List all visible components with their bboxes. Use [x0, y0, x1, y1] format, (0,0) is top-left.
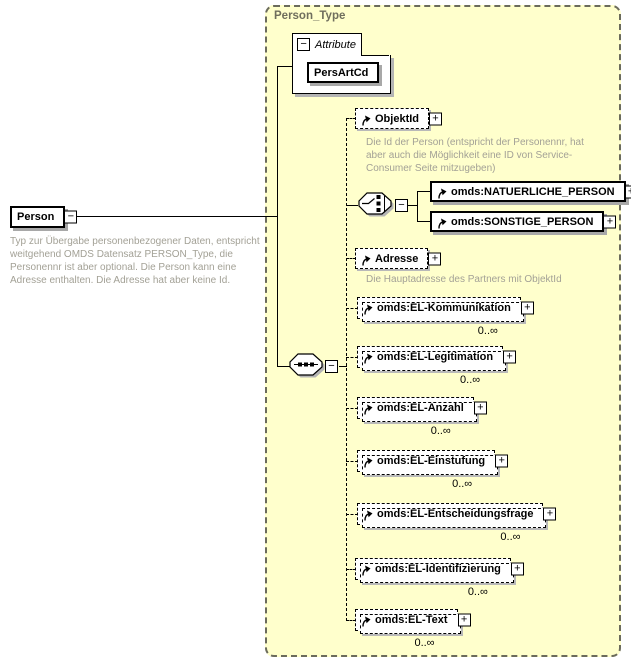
- connector-line: [346, 461, 358, 462]
- expand-icon[interactable]: +: [510, 562, 524, 576]
- element-label: Adresse: [375, 252, 419, 265]
- element-el-entscheidungsfrage[interactable]: omds:EL-Entscheidungsfrage + 0..∞: [357, 503, 557, 543]
- occurrence-label: 0..∞: [500, 531, 521, 543]
- connector-line: [346, 258, 356, 259]
- connector-line: [277, 66, 278, 367]
- connector-line: [417, 191, 418, 222]
- attribute-label: PersArtCd: [314, 66, 369, 79]
- reference-arrow-icon: [363, 304, 373, 315]
- connector-line: [346, 308, 358, 309]
- occurrence-label: 0..∞: [430, 425, 451, 437]
- sequence-icon: [289, 353, 325, 378]
- person-type-container: [265, 5, 621, 657]
- connector-line: [346, 118, 356, 119]
- connector-line: [346, 205, 358, 206]
- sequence-connector[interactable]: [287, 351, 327, 386]
- connector-line: [346, 408, 358, 409]
- expand-icon[interactable]: +: [495, 454, 509, 468]
- expand-icon[interactable]: +: [457, 613, 471, 627]
- element-adresse[interactable]: Adresse +: [355, 248, 442, 269]
- collapse-icon[interactable]: −: [64, 210, 78, 224]
- occurrence-label: 0..∞: [452, 478, 473, 490]
- occurrence-label: 0..∞: [414, 637, 435, 649]
- connector-line: [346, 514, 358, 515]
- element-el-legitimation[interactable]: omds:EL-Legitimation + 0..∞: [357, 346, 517, 386]
- reference-arrow-icon: [437, 218, 447, 229]
- element-label: omds:EL-Kommunikation: [377, 302, 511, 314]
- attribute-persartcd[interactable]: PersArtCd: [307, 62, 380, 83]
- expand-icon[interactable]: +: [473, 401, 487, 415]
- element-label: omds:EL-Anzahl: [377, 402, 464, 414]
- element-el-anzahl[interactable]: omds:EL-Anzahl + 0..∞: [357, 397, 487, 437]
- connector-line: [417, 221, 430, 222]
- element-label: omds:NATUERLICHE_PERSON: [451, 185, 615, 198]
- expand-icon[interactable]: +: [543, 507, 557, 521]
- expand-icon[interactable]: +: [429, 112, 443, 125]
- element-sonstige-person[interactable]: omds:SONSTIGE_PERSON +: [430, 211, 617, 232]
- choice-connector[interactable]: [356, 190, 396, 225]
- connector-line: [346, 569, 356, 570]
- occurrence-label: 0..∞: [460, 374, 481, 386]
- reference-arrow-icon: [361, 255, 371, 266]
- connector-line: [361, 55, 389, 56]
- element-label: omds:EL-Entscheidungsfrage: [377, 508, 534, 520]
- occurrence-label: 0..∞: [477, 325, 498, 337]
- collapse-icon[interactable]: −: [325, 360, 338, 373]
- connector-line: [277, 366, 290, 367]
- connector-line: [277, 66, 293, 67]
- choice-icon: [358, 192, 394, 217]
- connector-line: [346, 620, 356, 621]
- element-label: omds:EL-Legitimation: [377, 351, 494, 363]
- connector-line: [75, 216, 277, 217]
- reference-arrow-icon: [363, 353, 373, 364]
- expand-icon[interactable]: +: [520, 301, 534, 315]
- connector-line: [417, 191, 430, 192]
- element-label: ObjektId: [375, 112, 420, 125]
- reference-arrow-icon: [363, 457, 373, 468]
- element-person[interactable]: Person −: [10, 206, 78, 228]
- expand-icon[interactable]: +: [624, 185, 631, 198]
- reference-arrow-icon: [361, 115, 371, 126]
- element-adresse-annotation: Die Hauptadresse des Partners mit Objekt…: [366, 274, 562, 285]
- attribute-section-tab[interactable]: − Attribute: [292, 33, 362, 55]
- connector-line: [408, 205, 417, 206]
- connector-line: [339, 366, 347, 367]
- collapse-icon[interactable]: −: [395, 199, 408, 212]
- element-natuerliche-person[interactable]: omds:NATUERLICHE_PERSON +: [430, 181, 631, 202]
- collapse-icon[interactable]: −: [297, 38, 310, 51]
- reference-arrow-icon: [363, 404, 373, 415]
- element-label: omds:EL-Text: [375, 614, 448, 626]
- element-person-label: Person: [17, 211, 55, 223]
- element-el-identifizierung[interactable]: omds:EL-Identifizierung + 0..∞: [355, 558, 524, 598]
- reference-arrow-icon: [363, 510, 373, 521]
- reference-arrow-icon: [437, 188, 447, 199]
- element-objektid[interactable]: ObjektId +: [355, 108, 443, 129]
- occurrence-label: 0..∞: [467, 586, 488, 598]
- element-el-einstufung[interactable]: omds:EL-Einstufung + 0..∞: [357, 450, 509, 490]
- expand-icon[interactable]: +: [603, 215, 617, 228]
- reference-arrow-icon: [361, 616, 371, 627]
- connector-trunk-line: [346, 118, 347, 621]
- reference-arrow-icon: [361, 565, 371, 576]
- element-el-text[interactable]: omds:EL-Text + 0..∞: [355, 609, 471, 649]
- element-person-annotation: Typ zur Übergabe personenbezogener Daten…: [10, 236, 260, 286]
- element-label: omds:EL-Einstufung: [377, 455, 486, 467]
- connector-line: [346, 357, 358, 358]
- complex-type-title: Person_Type: [274, 10, 346, 22]
- expand-icon[interactable]: +: [503, 350, 517, 364]
- attribute-section-label: Attribute: [315, 38, 356, 51]
- expand-icon[interactable]: +: [428, 252, 442, 265]
- element-el-kommunikation[interactable]: omds:EL-Kommunikation + 0..∞: [357, 297, 534, 337]
- element-label: omds:SONSTIGE_PERSON: [451, 215, 594, 228]
- element-objektid-annotation: Die Id der Person (entspricht der Person…: [366, 137, 584, 174]
- element-label: omds:EL-Identifizierung: [375, 563, 501, 575]
